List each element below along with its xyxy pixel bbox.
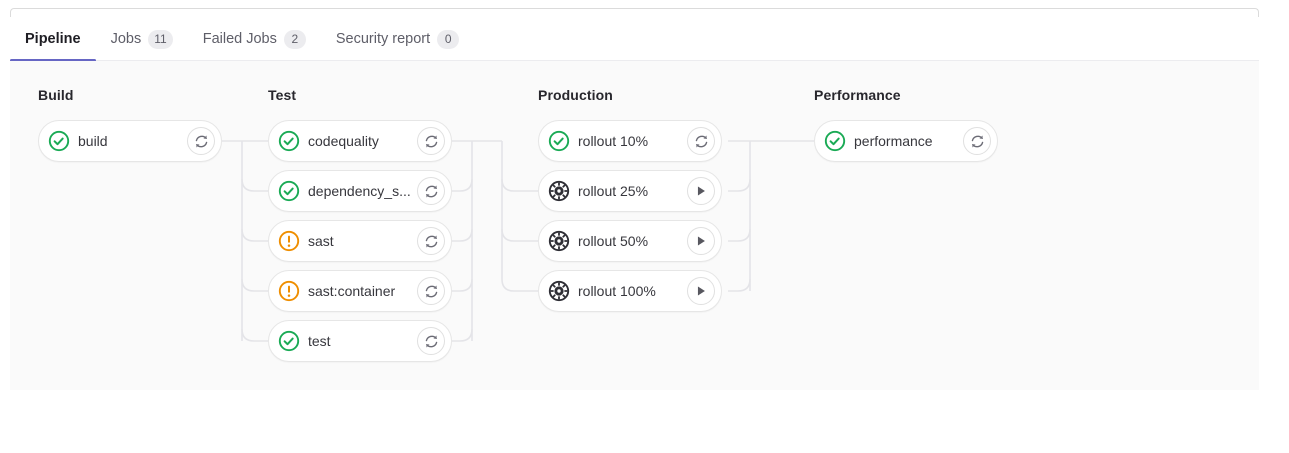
play-icon — [697, 186, 705, 196]
retry-job-button[interactable] — [417, 227, 445, 255]
stage-title: Build — [38, 87, 74, 103]
job-name: rollout 10% — [578, 133, 649, 149]
check-circle-icon — [278, 330, 300, 352]
pipeline-job[interactable]: rollout 10% — [538, 120, 722, 162]
manual-gear-icon — [548, 180, 570, 202]
tab-label: Pipeline — [25, 31, 81, 47]
retry-job-button[interactable] — [417, 177, 445, 205]
job-name: rollout 25% — [578, 183, 649, 199]
tab-count-badge: 0 — [437, 29, 460, 49]
check-circle-icon — [278, 130, 300, 152]
tab-security-report[interactable]: Security report 0 — [321, 17, 474, 61]
job-name: rollout 100% — [578, 283, 656, 299]
check-circle-icon — [48, 130, 70, 152]
pipeline-job[interactable]: test — [268, 320, 452, 362]
job-name: sast — [308, 233, 334, 249]
pipeline-job[interactable]: build — [38, 120, 222, 162]
tab-pipeline[interactable]: Pipeline — [10, 17, 96, 62]
retry-job-button[interactable] — [417, 327, 445, 355]
stage-title: Performance — [814, 87, 901, 103]
retry-icon — [695, 135, 707, 147]
warning-circle-icon — [278, 280, 300, 302]
panel-top-edge — [10, 8, 1259, 18]
job-name: dependency_s... — [308, 183, 411, 199]
retry-icon — [425, 335, 437, 347]
manual-gear-icon — [548, 280, 570, 302]
retry-icon — [425, 135, 437, 147]
retry-icon — [425, 235, 437, 247]
retry-job-button[interactable] — [687, 127, 715, 155]
job-name: build — [78, 133, 108, 149]
tab-count-badge: 2 — [283, 29, 306, 49]
job-name: sast:container — [308, 283, 396, 299]
pipeline-stages: Build build Test codequality dependency_s...… — [10, 61, 1259, 390]
stage-job-list: codequality dependency_s...sast sast:conta… — [268, 120, 452, 370]
check-circle-icon — [278, 180, 300, 202]
play-icon — [697, 236, 705, 246]
tab-label: Jobs — [110, 31, 142, 47]
job-name: test — [308, 333, 331, 349]
tab-jobs[interactable]: Jobs 11 — [96, 17, 188, 61]
pipeline-graph: Build build Test codequality dependency_s...… — [10, 61, 1259, 390]
stage-title: Production — [538, 87, 613, 103]
pipeline-job[interactable]: rollout 100% — [538, 270, 722, 312]
retry-job-button[interactable] — [417, 127, 445, 155]
retry-icon — [195, 135, 207, 147]
stage-title: Test — [268, 87, 297, 103]
retry-job-button[interactable] — [187, 127, 215, 155]
stage-job-list: rollout 10% rollout 25% rollout 50% rollout… — [538, 120, 722, 320]
retry-icon — [425, 185, 437, 197]
retry-icon — [425, 285, 437, 297]
pipeline-job[interactable]: sast — [268, 220, 452, 262]
check-circle-icon — [824, 130, 846, 152]
tab-label: Failed Jobs — [202, 31, 277, 47]
pipeline-job[interactable]: dependency_s... — [268, 170, 452, 212]
retry-job-button[interactable] — [417, 277, 445, 305]
job-name: performance — [854, 133, 933, 149]
pipeline-job[interactable]: sast:container — [268, 270, 452, 312]
pipeline-job[interactable]: performance — [814, 120, 998, 162]
manual-gear-icon — [548, 230, 570, 252]
job-name: codequality — [308, 133, 379, 149]
play-job-button[interactable] — [687, 227, 715, 255]
pipeline-job[interactable]: rollout 25% — [538, 170, 722, 212]
play-job-button[interactable] — [687, 277, 715, 305]
job-name: rollout 50% — [578, 233, 649, 249]
stage-job-list: build — [38, 120, 222, 170]
stage-job-list: performance — [814, 120, 998, 170]
play-job-button[interactable] — [687, 177, 715, 205]
tab-count-badge: 11 — [148, 29, 173, 49]
retry-job-button[interactable] — [963, 127, 991, 155]
retry-icon — [971, 135, 983, 147]
pipeline-job[interactable]: codequality — [268, 120, 452, 162]
tab-failed-jobs[interactable]: Failed Jobs 2 — [188, 17, 321, 61]
pipeline-tab-bar: Pipeline Jobs 11 Failed Jobs 2 Security repor… — [10, 17, 1259, 62]
play-icon — [697, 286, 705, 296]
pipeline-job[interactable]: rollout 50% — [538, 220, 722, 262]
warning-circle-icon — [278, 230, 300, 252]
tab-label: Security report — [335, 31, 431, 47]
check-circle-icon — [548, 130, 570, 152]
